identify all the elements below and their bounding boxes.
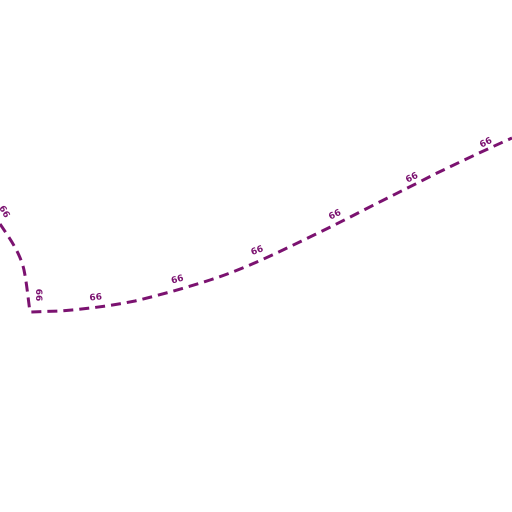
route-label: 66 [0,204,11,220]
route-label: 66 [404,171,420,185]
route-label: 66 [478,136,494,150]
route-label: 66 [327,208,343,222]
route-label: 66 [89,292,103,303]
route-label: 66 [250,244,265,258]
route-66: 66 66 66 66 66 66 66 66 [0,136,512,314]
route-labels: 66 66 66 66 66 66 66 66 [0,136,494,304]
route-66-line [0,136,512,314]
route-label: 66 [33,289,43,302]
route-label: 66 [170,274,185,287]
